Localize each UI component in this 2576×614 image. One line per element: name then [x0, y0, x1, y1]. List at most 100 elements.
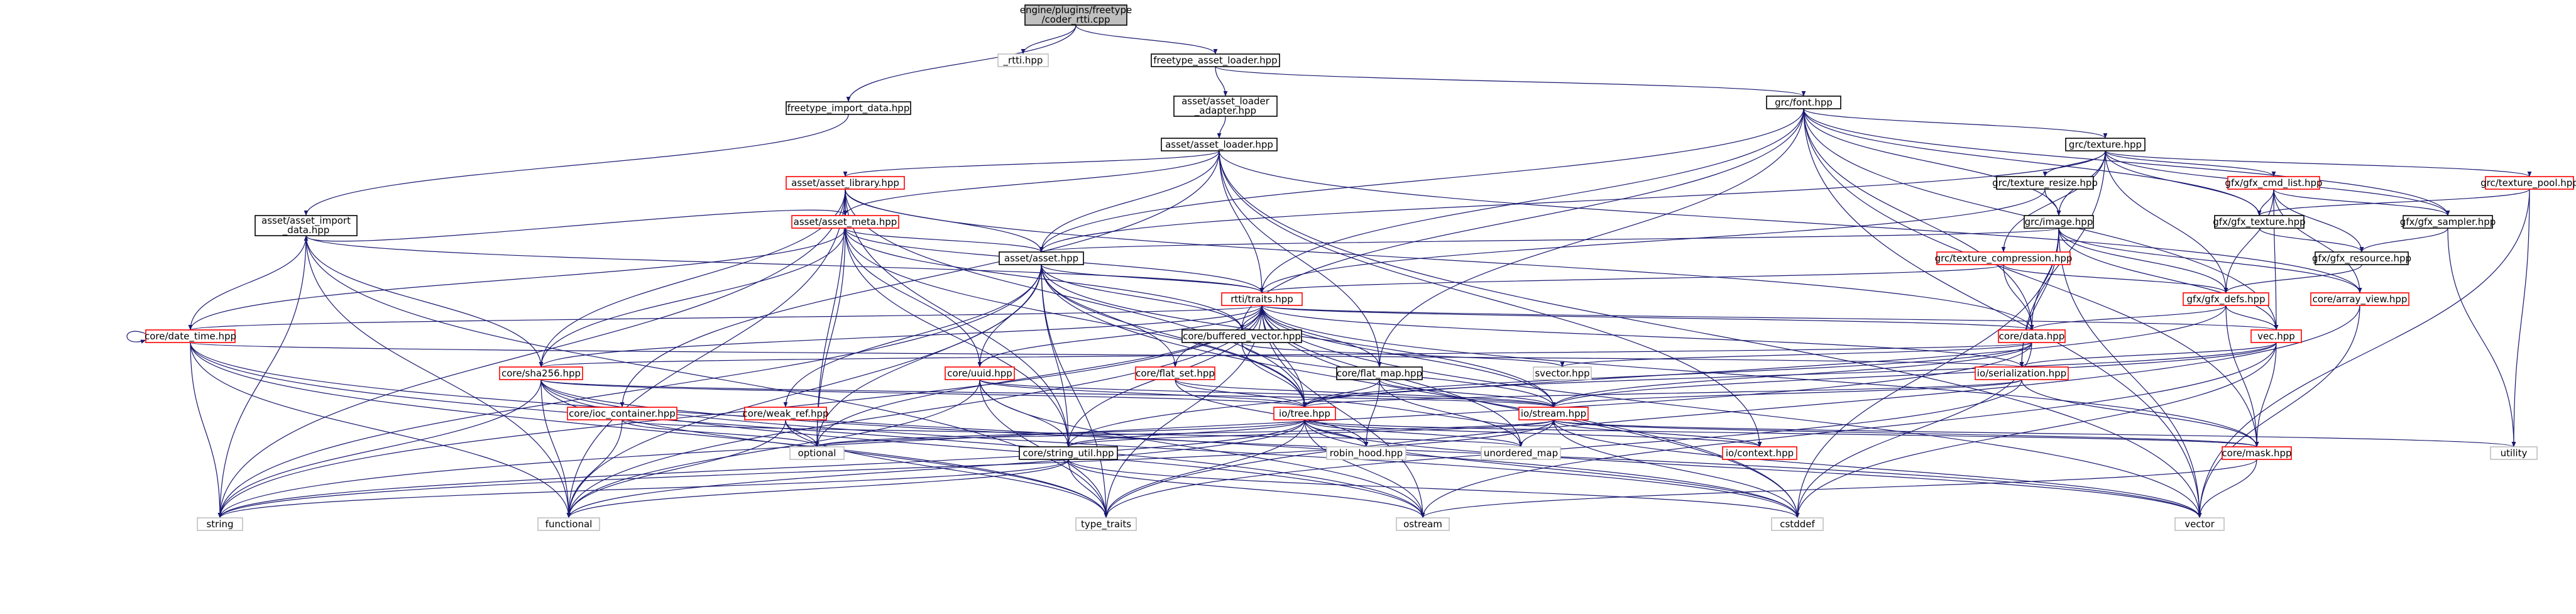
node-vector[interactable]: vector [2174, 517, 2225, 531]
edge-font-to-buffered-vector [1239, 108, 1804, 331]
node-label: core/data.hpp [1999, 331, 2065, 342]
edge-font-to-gfx-texture [1803, 108, 2262, 216]
node-box [1075, 517, 1137, 531]
node-asset-loader[interactable]: asset/asset_loader.hpp [1161, 138, 1278, 151]
node-box [1481, 446, 1561, 460]
edge-font-to-texture [1803, 108, 2108, 139]
node-texture[interactable]: grc/texture.hpp [2065, 138, 2146, 151]
edge-font-to-asset-hpp [1039, 108, 1804, 253]
node-io-stream[interactable]: io/stream.hpp [1518, 407, 1589, 420]
node-buffered-vector[interactable]: core/buffered_vector.hpp [1181, 329, 1302, 343]
node-cstddef[interactable]: cstddef [1771, 517, 1824, 531]
node-type-traits[interactable]: type_traits [1075, 517, 1137, 531]
edge-image-to-array-view [2058, 228, 2362, 293]
node-ostream[interactable]: ostream [1396, 517, 1450, 531]
node-vec[interactable]: vec.hpp [2250, 329, 2302, 343]
node-array-view[interactable]: core/array_view.hpp [2310, 292, 2409, 306]
node-core-mask[interactable]: core/mask.hpp [2222, 446, 2292, 460]
node-texture-compression[interactable]: grc/texture_compression.hpp [1935, 251, 2073, 265]
edge-ft-loader-to-font [1215, 66, 1806, 97]
node-flat-map[interactable]: core/flat_map.hpp [1336, 366, 1423, 380]
node-texture-pool[interactable]: grc/texture_pool.hpp [2480, 176, 2576, 190]
edge-rtti-traits-to-sha256 [539, 305, 1263, 368]
node-utility[interactable]: utility [2490, 446, 2538, 460]
node-texture-resize[interactable]: grc/texture_resize.hpp [1992, 176, 2098, 190]
edge-asset-hpp-to-cstddef [1041, 264, 1800, 518]
node-label: cstddef [1780, 518, 1815, 530]
edge-gfx-sampler-to-gfx-resource [2359, 228, 2448, 253]
edge-rtti-traits-to-uuid [977, 305, 1263, 368]
node-gfx-resource[interactable]: gfx/gfx_resource.hpp [2312, 251, 2411, 265]
node-label: asset/asset_import [261, 215, 351, 227]
node-asset-library[interactable]: asset/asset_library.hpp [786, 176, 905, 190]
node-io-tree[interactable]: io/tree.hpp [1273, 407, 1336, 420]
node-optional[interactable]: optional [789, 446, 845, 460]
node-aal-adapter[interactable]: asset/asset_loader_adapter.hpp [1173, 96, 1278, 117]
edge-texture-to-texture-compression [2001, 150, 2106, 253]
node-label: io/tree.hpp [1279, 408, 1330, 419]
node-gfx-defs[interactable]: gfx/gfx_defs.hpp [2183, 292, 2269, 306]
node-functional[interactable]: functional [537, 517, 600, 531]
node-box [786, 176, 905, 190]
node-font[interactable]: grc/font.hpp [1766, 96, 1841, 109]
edge-sha256-to-io-tree [540, 379, 1307, 408]
node-label: asset/asset_library.hpp [791, 177, 899, 189]
edge-root-to-ft-import [846, 25, 1077, 102]
edge-date-time-to-type-traits [190, 342, 1109, 518]
edge-io-tree-to-io-stream [1304, 400, 1556, 427]
edge-font-to-image [1803, 108, 2061, 216]
node-rtti-traits[interactable]: rtti/traits.hpp [1221, 292, 1303, 306]
node-svector[interactable]: svector.hpp [1533, 366, 1592, 380]
node-box [1151, 53, 1280, 67]
edge-date-time-to-serialization [190, 342, 2024, 368]
node-sha256[interactable]: core/sha256.hpp [499, 366, 583, 380]
node-label: asset/asset_meta.hpp [794, 216, 897, 228]
edge-image-to-core-data [2029, 228, 2059, 331]
node-asset-meta[interactable]: asset/asset_meta.hpp [791, 215, 899, 229]
node-rtti-hpp[interactable]: _rtti.hpp [997, 53, 1049, 67]
node-label: unordered_map [1484, 447, 1558, 459]
edge-flat-set-to-robin-hood [1175, 379, 1369, 447]
node-gfx-cmd-list[interactable]: gfx/gfx_cmd_list.hpp [2225, 176, 2323, 190]
node-root[interactable]: engine/plugins/freetype/coder_rtti.cpp [1020, 4, 1132, 26]
node-label: _data.hpp [282, 224, 330, 236]
node-label: io/stream.hpp [1521, 408, 1586, 419]
edge-core-mask-to-ostream [1420, 459, 2257, 518]
node-label: core/buffered_vector.hpp [1183, 331, 1301, 343]
edge-io-tree-to-optional [814, 419, 1305, 447]
node-label: core/array_view.hpp [2313, 293, 2408, 305]
edge-font-to-core-data [1803, 108, 2034, 331]
node-box [1722, 446, 1797, 460]
edge-io-stream-to-string [217, 419, 1554, 518]
node-label: core/mask.hpp [2222, 447, 2291, 459]
node-gfx-sampler[interactable]: gfx/gfx_sampler.hpp [2400, 215, 2496, 229]
node-label: type_traits [1081, 518, 1131, 530]
node-core-data[interactable]: core/data.hpp [1998, 329, 2066, 343]
node-string-util[interactable]: core/string_util.hpp [1019, 446, 1118, 460]
node-unordered-map[interactable]: unordered_map [1481, 446, 1561, 460]
node-serialization[interactable]: io/serialization.hpp [1975, 366, 2069, 380]
node-asset-import-data[interactable]: asset/asset_import_data.hpp [255, 215, 358, 236]
edge-vec-to-serialization [2019, 342, 2277, 368]
edge-sha256-to-ostream [540, 379, 1425, 518]
edge-io-tree-to-unordered-map [1304, 419, 1523, 447]
node-uuid[interactable]: core/uuid.hpp [945, 366, 1015, 380]
node-image[interactable]: grc/image.hpp [2024, 215, 2094, 229]
edge-serialization-to-core-mask [2021, 379, 2259, 447]
edge-texture-compression-to-rtti-traits [1260, 264, 2004, 293]
node-robin-hood[interactable]: robin_hood.hpp [1326, 446, 1406, 460]
node-flat-set[interactable]: core/flat_set.hpp [1135, 366, 1215, 380]
node-ft-loader[interactable]: freetype_asset_loader.hpp [1151, 53, 1280, 67]
node-ioc-container[interactable]: core/ioc_container.hpp [567, 407, 677, 420]
node-weak-ref[interactable]: core/weak_ref.hpp [743, 407, 829, 420]
node-label: gfx/gfx_sampler.hpp [2400, 216, 2496, 228]
edge-texture-to-gfx-texture [2105, 150, 2262, 216]
node-io-context[interactable]: io/context.hpp [1722, 446, 1797, 460]
node-string[interactable]: string [197, 517, 243, 531]
node-date-time[interactable]: core/date_time.hpp [145, 329, 236, 343]
node-ft-import[interactable]: freetype_import_data.hpp [786, 101, 911, 115]
node-box [2222, 446, 2292, 460]
node-asset-hpp[interactable]: asset/asset.hpp [999, 251, 1084, 265]
node-label: freetype_import_data.hpp [787, 102, 910, 114]
node-gfx-texture[interactable]: gfx/gfx_texture.hpp [2213, 215, 2306, 229]
